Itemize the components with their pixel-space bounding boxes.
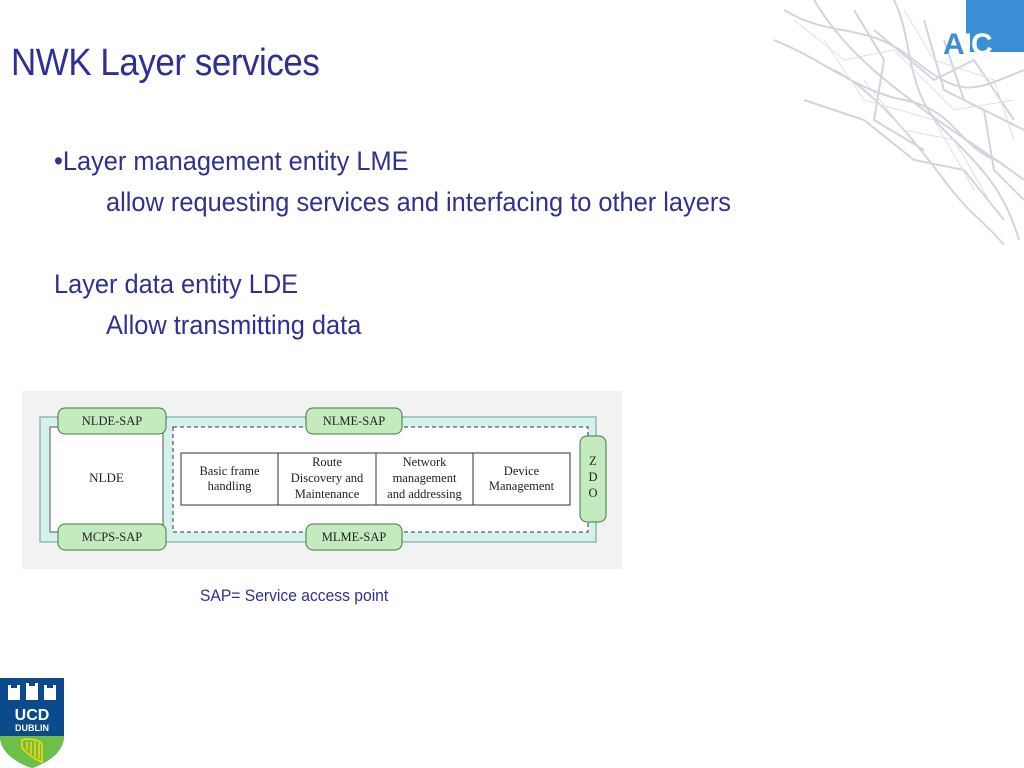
- harp-icon: [21, 738, 43, 764]
- cell-text: Discovery and: [291, 471, 364, 485]
- nlde-sap-label: NLDE-SAP: [82, 414, 142, 428]
- mlme-sap-pill: [305, 523, 403, 551]
- cell-text: Maintenance: [295, 487, 360, 501]
- cell-device-management: [472, 452, 571, 506]
- sap-caption: SAP= Service access point: [200, 586, 389, 605]
- mcps-sap-label: MCPS-SAP: [82, 530, 142, 544]
- cell-route-discovery: [277, 452, 377, 506]
- cell-text: Basic frame: [199, 464, 259, 478]
- crest-base: [0, 736, 64, 768]
- sap-pills: NLDE-SAP NLME-SAP MCPS-SAP MLME-SAP Z D …: [57, 407, 607, 551]
- ucd-dublin-crest: UCD DUBLIN: [0, 678, 64, 768]
- zdo-letter: O: [588, 486, 597, 500]
- nlme-sap-label: NLME-SAP: [323, 414, 386, 428]
- aic-logo-box: [966, 0, 1024, 52]
- bullet-line-lme: •Layer management entity LME: [54, 146, 409, 176]
- cell-text: Management: [489, 479, 555, 493]
- nlde-label: NLDE: [89, 470, 124, 485]
- bullet-subline-lde: Allow transmitting data: [106, 310, 362, 340]
- cell-text: and addressing: [387, 487, 462, 501]
- slide-title: NWK Layer services: [11, 42, 320, 84]
- network-sketch-decoration: [774, 0, 1024, 245]
- bullet-subline-lme: allow requesting services and interfacin…: [106, 187, 731, 217]
- nlde-block: [49, 426, 164, 533]
- bullet-line-lde: Layer data entity LDE: [54, 269, 299, 299]
- mlme-sap-label: MLME-SAP: [322, 530, 387, 544]
- aic-logo: AIC: [932, 0, 1024, 70]
- zdo-pill: [579, 435, 607, 523]
- mcps-sap-pill: [57, 523, 167, 551]
- nwk-layer-diagram: NLDE Basic frame handling Route Discover…: [22, 391, 622, 569]
- crest-ucd-text: UCD: [15, 707, 50, 724]
- cell-text: handling: [208, 479, 252, 493]
- zdo-letter: Z: [589, 454, 597, 468]
- cell-text: Network: [403, 455, 447, 469]
- crest-dublin-text: DUBLIN: [15, 723, 49, 733]
- cell-text: Device: [504, 464, 540, 478]
- aic-logo-text: AIC: [943, 28, 993, 61]
- cell-text: Route: [312, 455, 342, 469]
- nlde-sap-pill: [57, 407, 167, 435]
- nlme-function-cells: Basic frame handling Route Discovery and…: [180, 452, 571, 506]
- zdo-letter: D: [588, 470, 597, 484]
- castle-icon: [8, 683, 56, 700]
- cell-text: management: [393, 471, 457, 485]
- nlme-sap-pill: [305, 407, 403, 435]
